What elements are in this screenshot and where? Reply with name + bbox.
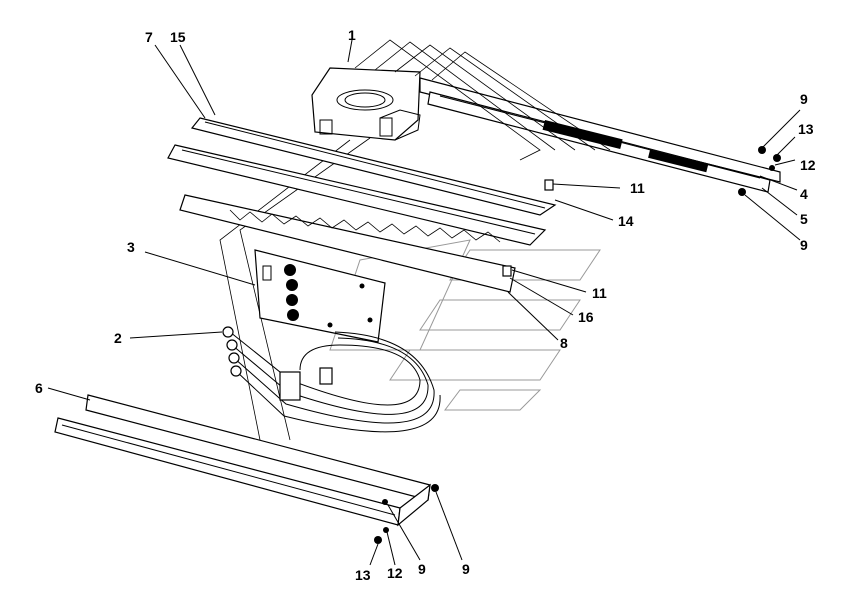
part-2-heating-coil (222, 326, 441, 433)
label-14: 14 (618, 213, 634, 229)
label-9a: 9 (800, 91, 808, 107)
label-2: 2 (114, 330, 122, 346)
part-7-gasket-strip (167, 117, 557, 246)
label-16: 16 (578, 309, 594, 325)
fasteners (374, 146, 781, 544)
label-15: 15 (170, 29, 186, 45)
part-3-control-plate (254, 249, 386, 343)
label-9c: 9 (462, 561, 470, 577)
label-13a: 13 (798, 121, 814, 137)
label-5: 5 (800, 211, 808, 227)
label-7: 7 (145, 29, 153, 45)
label-13b: 13 (355, 567, 371, 583)
part-6-lower-rail (54, 394, 431, 527)
label-11b: 11 (592, 285, 607, 301)
part-8-comb-strip (179, 194, 516, 293)
label-6: 6 (35, 380, 43, 396)
label-4: 4 (800, 186, 808, 202)
part-labels: 1 7 15 9 13 12 4 5 9 11 14 3 11 16 8 2 6… (35, 27, 816, 583)
label-11a: 11 (630, 180, 645, 196)
label-leader-lines (47, 39, 801, 566)
part-1-housing (311, 67, 421, 141)
label-9d: 9 (418, 561, 426, 577)
label-8: 8 (560, 335, 568, 351)
label-1: 1 (348, 27, 356, 43)
part-4-upper-rail (419, 77, 781, 193)
leader-construction-lines (219, 39, 611, 441)
label-3: 3 (127, 239, 135, 255)
label-12a: 12 (800, 157, 816, 173)
label-9b: 9 (800, 237, 808, 253)
label-12b: 12 (387, 565, 403, 581)
